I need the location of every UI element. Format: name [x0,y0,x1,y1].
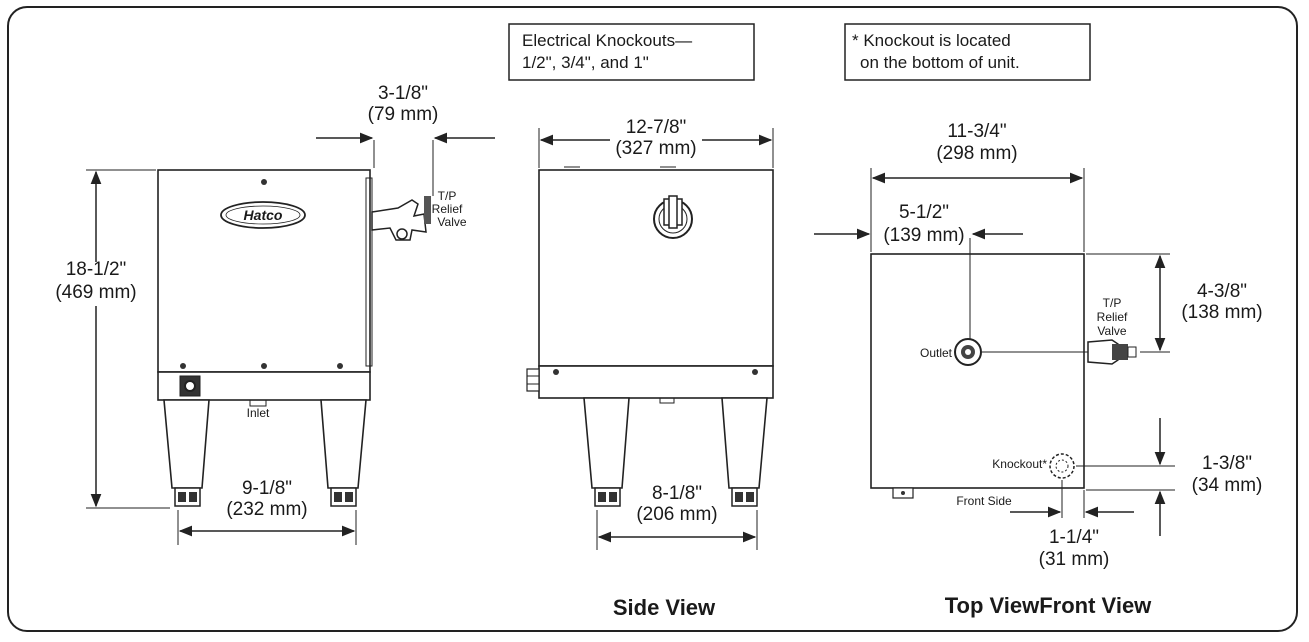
front-valve-label-2: Relief [432,202,463,216]
logo-text: Hatco [244,207,283,223]
front-side-label: Front Side [956,494,1012,508]
brand-logo: Hatco [220,201,306,229]
front-tp-valve [371,196,431,241]
electrical-knockouts-callout: Electrical Knockouts— 1/2", 3/4", and 1" [508,23,755,81]
side-leg-span-mm: (206 mm) [636,504,717,525]
top-width-mm: (298 mm) [936,143,1017,164]
front-leg-span-mm: (232 mm) [226,499,307,520]
top-valve-label-3: Valve [1097,324,1126,338]
front-height-in: 18-1/2" [66,259,127,280]
side-outlet-fitting [653,195,693,239]
knockout-circle [1049,453,1075,479]
top-width-in: 11-3/4" [947,121,1006,142]
note-line-1: * Knockout is located [852,31,1011,50]
knockout-note-callout: * Knockout is located on the bottom of u… [844,23,1091,81]
front-view: Hatco T/P Relief Valve Inlet 18-1/2" (4 [55,83,495,545]
callout-line-1: Electrical Knockouts— [522,31,692,50]
side-cabinet [538,169,774,367]
top-view-title: Top ViewFront View [945,593,1152,618]
side-base [538,365,774,399]
side-left-leg [583,397,630,489]
knockout-depth-in: 1-3/8" [1202,453,1252,474]
note-line-2: on the bottom of unit. [860,53,1020,72]
outlet-offset-in: 5-1/2" [899,202,949,223]
side-leg-span-in: 8-1/8" [652,483,702,504]
side-width-mm: (327 mm) [615,138,696,159]
top-view: 11-3/4" (298 mm) 5-1/2" (139 mm) Outlet … [814,121,1263,618]
outlet-depth-in: 4-3/8" [1197,281,1247,302]
valve-offset-in: 3-1/8" [378,83,428,104]
front-valve-label-1: T/P [438,189,457,203]
top-valve-label-1: T/P [1103,296,1122,310]
front-right-leg [320,399,367,489]
front-cabinet [157,169,371,373]
knockout-label: Knockout* [992,457,1047,471]
outlet-offset-mm: (139 mm) [883,225,964,246]
knockout-depth-mm: (34 mm) [1192,475,1263,496]
top-cabinet [870,253,1085,489]
diagram-frame [7,6,1298,632]
valve-offset-mm: (79 mm) [368,104,439,125]
callout-line-2: 1/2", 3/4", and 1" [522,53,649,72]
outlet-label: Outlet [920,346,953,360]
top-valve-label-2: Relief [1097,310,1128,324]
front-left-leg [163,399,210,489]
side-view-title: Side View [613,595,716,620]
side-width-in: 12-7/8" [626,117,687,138]
side-view: 12-7/8" (327 mm) 8-1/8" (206 mm) Side Vi… [526,117,774,620]
outlet-depth-mm: (138 mm) [1181,302,1262,323]
top-outlet-fitting [954,338,982,366]
knockout-offset-mm: (31 mm) [1039,549,1110,570]
inlet-label: Inlet [247,406,270,420]
side-right-leg [721,397,768,489]
front-valve-label-3: Valve [437,215,466,229]
knockout-offset-in: 1-1/4" [1049,527,1099,548]
front-height-mm: (469 mm) [55,282,136,303]
front-leg-span-in: 9-1/8" [242,478,292,499]
top-tp-valve [1087,339,1137,365]
